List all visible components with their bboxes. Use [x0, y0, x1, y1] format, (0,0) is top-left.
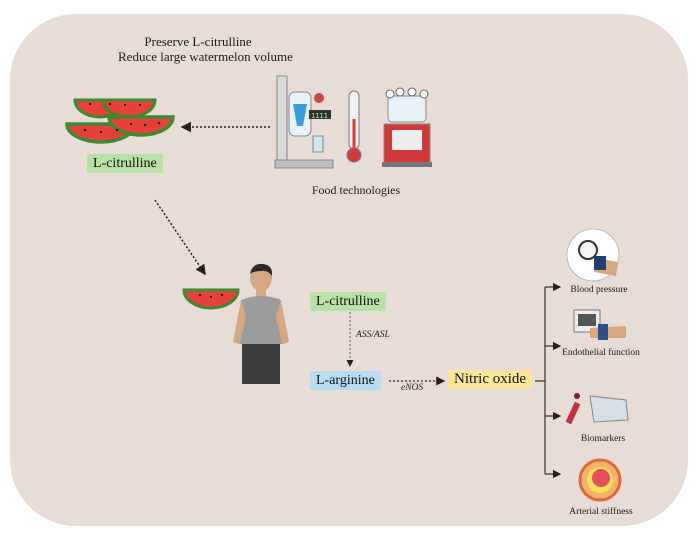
enzyme-ass-asl-label: ASS/ASL [356, 330, 390, 340]
outcome-arterial-stiffness: Arterial stiffness [569, 507, 633, 517]
spray-dryer-icon: 1111 [274, 75, 334, 169]
caption-line-preserve: Preserve L-citrulline [144, 34, 252, 49]
top-caption: Preserve L-citrulline Reduce large water… [118, 34, 293, 64]
arterial-stiffness-icon [578, 458, 622, 502]
endothelial-function-icon [573, 309, 626, 340]
food-technologies-label: Food technologies [311, 183, 401, 197]
nitric-oxide-box: Nitric oxide [448, 370, 533, 389]
outcome-endothelial-function: Endothelial function [562, 348, 640, 358]
blood-pressure-icon [566, 228, 620, 282]
biomarkers-icon [565, 393, 629, 425]
thermometer-icon [346, 90, 362, 163]
pathway-arginine-box: L-arginine [310, 371, 381, 390]
pathway-citrulline-box: L-citrulline [310, 292, 386, 311]
freeze-dryer-icon [382, 87, 432, 167]
svg-text:1111: 1111 [311, 112, 328, 120]
caption-line-reduce: Reduce large watermelon volume [118, 49, 293, 64]
arrow-watermelon-to-person [154, 199, 206, 276]
outcome-blood-pressure: Blood pressure [570, 285, 628, 295]
enzyme-enos-label: eNOS [401, 383, 424, 393]
watermelon-slices-icon [65, 98, 175, 144]
outcome-branch-lines [535, 282, 562, 479]
watermelon-slice [107, 115, 175, 137]
person-icon [233, 263, 289, 384]
watermelon-citrulline-label: L-citrulline [87, 154, 163, 173]
watermelon-slice-icon [182, 288, 240, 310]
outcome-biomarkers: Biomarkers [580, 434, 626, 444]
